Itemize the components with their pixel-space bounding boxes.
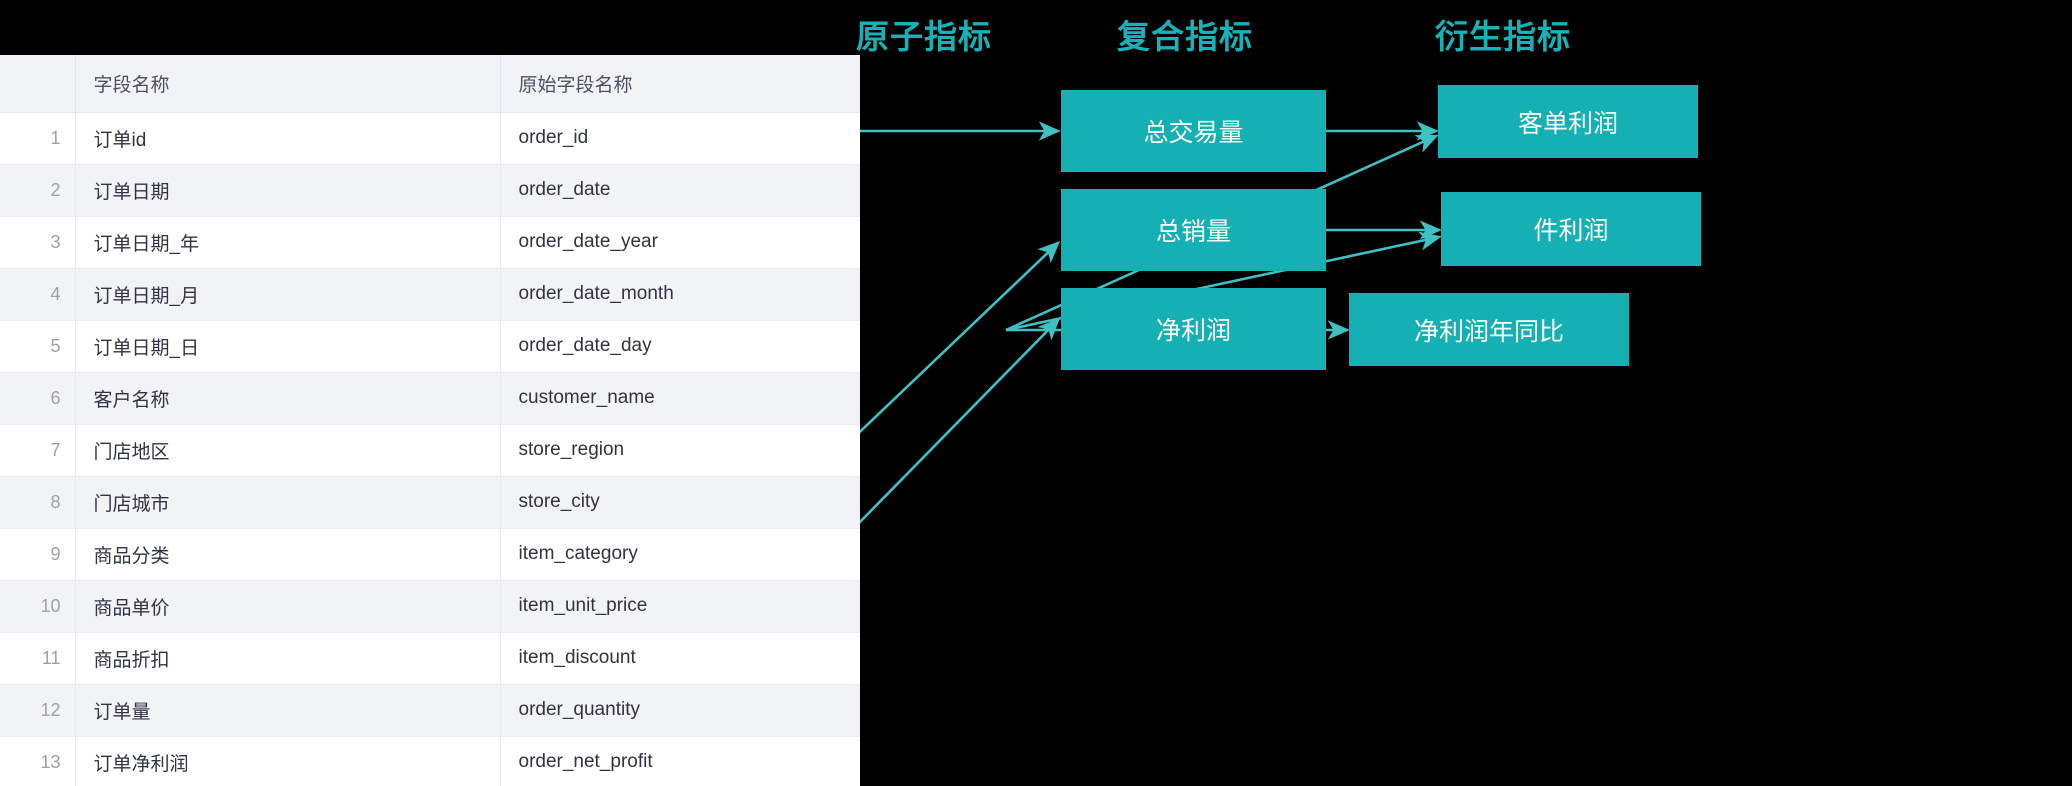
column-header-atomic-metric: 原子指标 — [856, 18, 992, 55]
row-index-cell: 12 — [0, 684, 76, 737]
node-net-profit-year-over-year[interactable]: 净利润年同比 — [1349, 293, 1629, 366]
row-index-cell: 4 — [0, 268, 76, 321]
raw-field-name-cell: order_date_day — [500, 320, 860, 373]
row-index-cell: 8 — [0, 476, 76, 529]
metric-flow-diagram: 原子指标 复合指标 衍生指标 总交易量 总销量 净利润 客单利润 件利润 净利润… — [856, 0, 2072, 786]
raw-field-name-cell: order_date_year — [500, 216, 860, 269]
table-header-row: 字段名称 原始字段名称 — [0, 55, 860, 113]
raw-field-name-cell: store_region — [500, 424, 860, 477]
column-header-derived-metric: 衍生指标 — [1435, 18, 1571, 55]
raw-field-name-cell: item_unit_price — [500, 580, 860, 633]
field-name-cell: 门店城市 — [75, 476, 501, 529]
field-name-cell: 商品分类 — [75, 528, 501, 581]
column-header-index[interactable] — [0, 55, 76, 113]
raw-field-name-cell: customer_name — [500, 372, 860, 425]
field-name-cell: 客户名称 — [75, 372, 501, 425]
row-index-cell: 2 — [0, 164, 76, 217]
row-index-cell: 13 — [0, 736, 76, 786]
row-index-cell: 1 — [0, 112, 76, 165]
arrow-source-to-net-profit — [860, 317, 1061, 524]
raw-field-name-cell: order_net_profit — [500, 736, 860, 786]
row-index-cell: 9 — [0, 528, 76, 581]
raw-field-name-cell: order_date — [500, 164, 860, 217]
row-index-cell: 10 — [0, 580, 76, 633]
node-net-profit[interactable]: 净利润 — [1061, 288, 1326, 370]
raw-field-name-cell: store_city — [500, 476, 860, 529]
field-name-cell: 门店地区 — [75, 424, 501, 477]
node-total-sales[interactable]: 总销量 — [1061, 189, 1326, 271]
raw-field-name-cell: item_category — [500, 528, 860, 581]
node-total-transactions[interactable]: 总交易量 — [1061, 90, 1326, 172]
arrow-source-to-total-sales — [860, 241, 1061, 434]
node-per-item-profit[interactable]: 件利润 — [1441, 192, 1701, 266]
row-index-cell: 11 — [0, 632, 76, 685]
field-name-cell: 订单净利润 — [75, 736, 501, 786]
column-header-composite-metric: 复合指标 — [1117, 18, 1253, 55]
raw-field-name-cell: order_id — [500, 112, 860, 165]
field-name-cell: 订单日期_月 — [75, 268, 501, 321]
row-index-cell: 3 — [0, 216, 76, 269]
field-name-cell: 订单日期_日 — [75, 320, 501, 373]
field-name-cell: 商品折扣 — [75, 632, 501, 685]
field-name-cell: 订单量 — [75, 684, 501, 737]
raw-field-name-cell: item_discount — [500, 632, 860, 685]
field-name-cell: 订单日期_年 — [75, 216, 501, 269]
field-name-cell: 商品单价 — [75, 580, 501, 633]
column-header-raw-field-name[interactable]: 原始字段名称 — [500, 55, 860, 113]
field-name-cell: 订单id — [75, 112, 501, 165]
row-index-cell: 7 — [0, 424, 76, 477]
raw-field-name-cell: order_date_month — [500, 268, 860, 321]
raw-field-name-cell: order_quantity — [500, 684, 860, 737]
table-header: 字段名称 原始字段名称 — [0, 55, 860, 113]
column-header-field-name[interactable]: 字段名称 — [75, 55, 501, 113]
row-index-cell: 6 — [0, 372, 76, 425]
row-index-cell: 5 — [0, 320, 76, 373]
field-name-cell: 订单日期 — [75, 164, 501, 217]
node-per-order-profit[interactable]: 客单利润 — [1438, 85, 1698, 158]
